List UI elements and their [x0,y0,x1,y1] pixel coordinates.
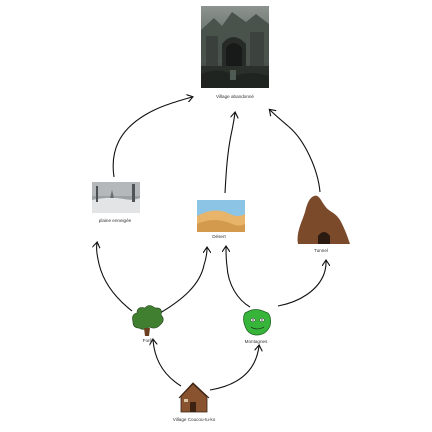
node-label-forest: Forêt [142,338,154,343]
arrow-forest-to-plain [97,243,133,312]
arrow-desert-to-abandoned [224,113,235,194]
node-label-desert: Désert [212,234,226,239]
arrow-mountains-to-tunnel [277,261,326,307]
node-label-mountains: Montagnes [244,339,268,344]
arrow-tunnel-to-abandoned [270,110,321,193]
arrow-mountains-to-desert [226,247,251,308]
node-label-tunnel: Tunnel [314,248,328,253]
node-label-start-village: Village Coucou-tu-ko [172,417,216,422]
arrow-plain-to-abandoned [112,97,192,178]
node-label-abandoned-village: Village abandonné [216,94,254,99]
node-label-snowy-plain: plaine enneigée [98,218,132,223]
arrow-forest-to-desert [159,248,207,314]
arrow-start-to-forest [153,340,182,387]
arrow-start-to-mountains [209,346,259,391]
